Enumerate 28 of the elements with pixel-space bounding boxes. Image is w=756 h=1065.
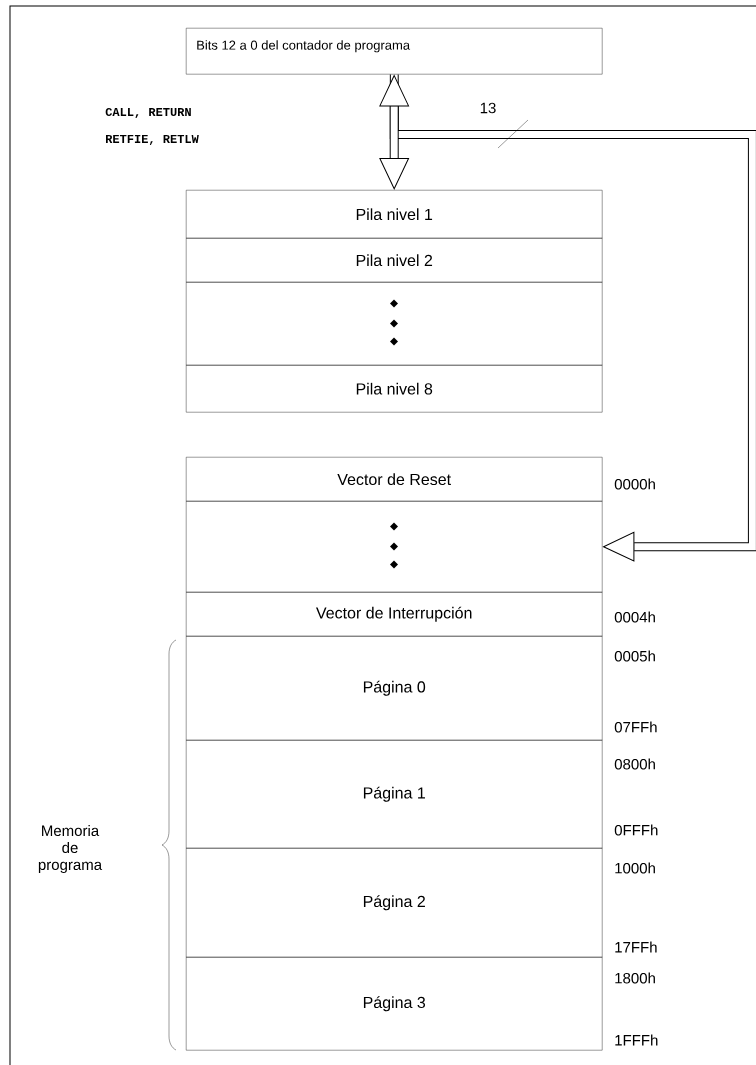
address-label: 0800h [614, 758, 655, 770]
memory-cell: Página 1 [186, 740, 603, 849]
instruction-label: RETFIE, RETLW [106, 135, 199, 146]
address-label: 0005h [614, 650, 655, 662]
address-label: 17FFh [615, 941, 657, 953]
address-label: 1800h [615, 972, 655, 984]
memory-cell: Vector de Interrupción [186, 592, 603, 637]
instruction-label: CALL, RETURN [105, 107, 191, 119]
memory-label: Memoria de programa [38, 825, 103, 873]
address-label: 0004h [614, 611, 655, 623]
bidirectional-arrow [379, 75, 410, 190]
address-label: 1000h [615, 862, 655, 874]
edge-label: 13 [478, 101, 498, 115]
ellipsis-cell [186, 501, 603, 593]
memory-cell: Página 0 [186, 636, 603, 741]
address-label: 0000h [614, 478, 655, 490]
memory-cell: Pila nivel 8 [186, 365, 603, 413]
memory-cell: Pila nivel 2 [186, 238, 603, 283]
memory-cell: Vector de Reset [186, 457, 603, 502]
memory-cell: Pila nivel 1 [186, 190, 603, 239]
address-label: 1FFFh [615, 1034, 658, 1046]
memory-cell: Página 2 [186, 848, 603, 958]
address-label: 07FFh [614, 721, 657, 733]
address-label: 0FFFh [614, 824, 658, 836]
memory-cell: Página 3 [186, 957, 603, 1051]
register-box: Bits 12 a 0 del contador de programa [186, 28, 603, 75]
ellipsis-cell [186, 282, 603, 366]
bus-arrow [389, 74, 756, 562]
